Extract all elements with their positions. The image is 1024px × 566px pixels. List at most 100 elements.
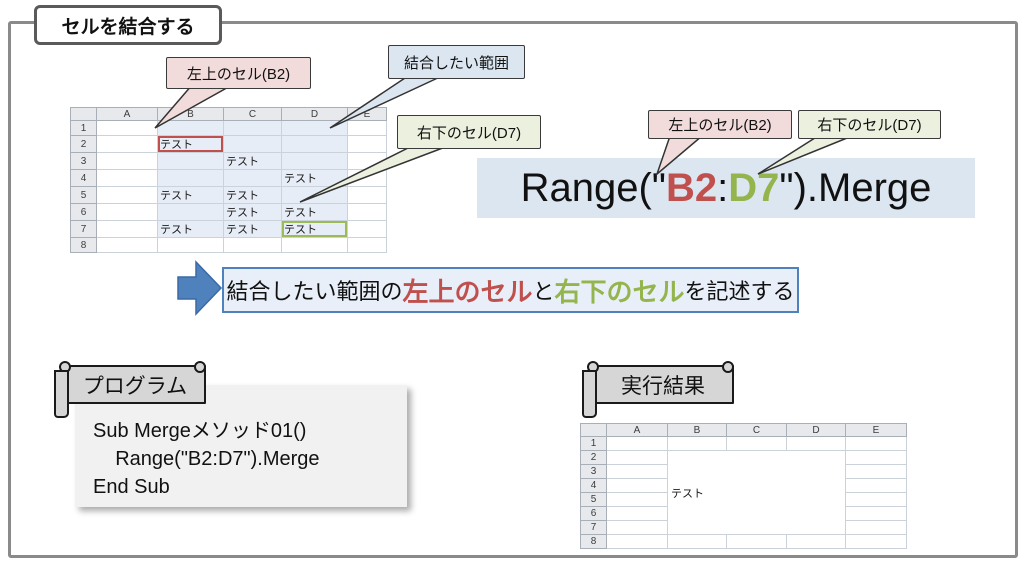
callout-topleft-cell: 左上のセル(B2) [166, 57, 311, 89]
cell-D8 [786, 534, 846, 549]
row-header-4: 4 [580, 478, 607, 493]
code-colon: : [717, 165, 729, 210]
explanation-box: 結合したい範囲の左上のセルと右下のセルを記述する [222, 267, 799, 313]
explanation-part1: 結合したい範囲の [226, 279, 403, 304]
cell-C4 [223, 169, 282, 187]
callout-bottomright-cell-label: 右下のセル(D7) [416, 124, 522, 142]
cell-E3 [347, 152, 387, 170]
program-code-line: Sub Mergeメソッド01() [93, 420, 307, 442]
callout-topleft-cell-label: 左上のセル(B2) [186, 65, 291, 83]
cell-B5: テスト [157, 186, 224, 204]
page-title-label: セルを結合する [61, 16, 195, 38]
cell-A8 [606, 534, 668, 549]
cell-A7 [606, 520, 668, 535]
row-header-7: 7 [580, 520, 607, 535]
explanation-topleft: 左上のセル [402, 276, 533, 307]
callout-merge-range: 結合したい範囲 [388, 45, 525, 79]
col-header-B: B [157, 107, 224, 121]
row-header-3: 3 [70, 152, 97, 170]
row-header-6: 6 [580, 506, 607, 521]
cell-E1 [845, 436, 907, 451]
explanation-part3: と [532, 279, 555, 304]
sheet-corner [70, 107, 97, 121]
page-title: セルを結合する [34, 5, 222, 45]
cell-E8 [347, 237, 387, 253]
row-header-5: 5 [580, 492, 607, 507]
cell-A2 [606, 450, 668, 465]
cell-B3 [157, 152, 224, 170]
row-header-7: 7 [70, 220, 97, 238]
cell-D3 [281, 152, 348, 170]
col-header-D: D [786, 423, 846, 437]
cell-E4 [845, 478, 907, 493]
cell-D1 [281, 120, 348, 136]
cell-E8 [845, 534, 907, 549]
cell-A1 [606, 436, 668, 451]
row-header-1: 1 [70, 120, 97, 136]
cell-A3 [606, 464, 668, 479]
row-header-4: 4 [70, 169, 97, 187]
cell-B1 [157, 120, 224, 136]
cell-E6 [845, 506, 907, 521]
result-banner-label: 実行結果 [621, 374, 705, 398]
callout-code-topleft-cell: 左上のセル(B2) [648, 110, 792, 139]
cell-C2 [223, 135, 282, 153]
scroll-knob-icon [722, 361, 734, 373]
scroll-roll-icon [582, 370, 597, 418]
cell-D2 [281, 135, 348, 153]
col-header-A: A [96, 107, 158, 121]
row-header-2: 2 [70, 135, 97, 153]
row-header-1: 1 [580, 436, 607, 451]
code-end-cell: D7 [728, 165, 780, 210]
col-header-B: B [667, 423, 727, 437]
cell-E2 [347, 135, 387, 153]
cell-E2 [845, 450, 907, 465]
cell-D1 [786, 436, 846, 451]
cell-A7 [96, 220, 158, 238]
program-banner-label: プログラム [82, 374, 188, 398]
row-header-8: 8 [580, 534, 607, 549]
cell-A5 [606, 492, 668, 507]
cell-E7 [845, 520, 907, 535]
cell-A6 [96, 203, 158, 221]
cell-C3: テスト [223, 152, 282, 170]
cell-E5 [347, 186, 387, 204]
explanation-part5: を記述する [684, 279, 795, 304]
cell-B6 [157, 203, 224, 221]
cell-C8 [223, 237, 282, 253]
cell-A2 [96, 135, 158, 153]
callout-bottomright-cell: 右下のセル(D7) [397, 115, 541, 149]
cell-E7 [347, 220, 387, 238]
cell-A3 [96, 152, 158, 170]
cell-E1 [347, 120, 387, 136]
callout-code-topleft-label: 左上のセル(B2) [668, 117, 772, 134]
cell-A1 [96, 120, 158, 136]
cell-A8 [96, 237, 158, 253]
cell-B7: テスト [157, 220, 224, 238]
sheet-corner [580, 423, 607, 437]
cell-A6 [606, 506, 668, 521]
col-header-E: E [347, 107, 387, 121]
cell-B2: テスト [157, 135, 224, 153]
cell-E3 [845, 464, 907, 479]
cell-D6: テスト [281, 203, 348, 221]
explanation-bottomright: 右下のセル [554, 276, 685, 307]
callout-code-bottomright-cell: 右下のセル(D7) [798, 110, 941, 139]
cell-D7: テスト [281, 220, 348, 238]
callout-code-bottomright-label: 右下のセル(D7) [817, 117, 922, 134]
scroll-roll-icon [54, 370, 69, 418]
merged-cell-B2:D7: テスト [667, 450, 846, 535]
cell-C1 [726, 436, 787, 451]
outer-frame [8, 21, 1018, 558]
cell-E4 [347, 169, 387, 187]
cell-B8 [667, 534, 727, 549]
cell-A4 [96, 169, 158, 187]
cell-E6 [347, 203, 387, 221]
row-header-6: 6 [70, 203, 97, 221]
cell-D4: テスト [281, 169, 348, 187]
col-header-C: C [726, 423, 787, 437]
code-prefix: Range(" [520, 165, 666, 210]
cell-D8 [281, 237, 348, 253]
